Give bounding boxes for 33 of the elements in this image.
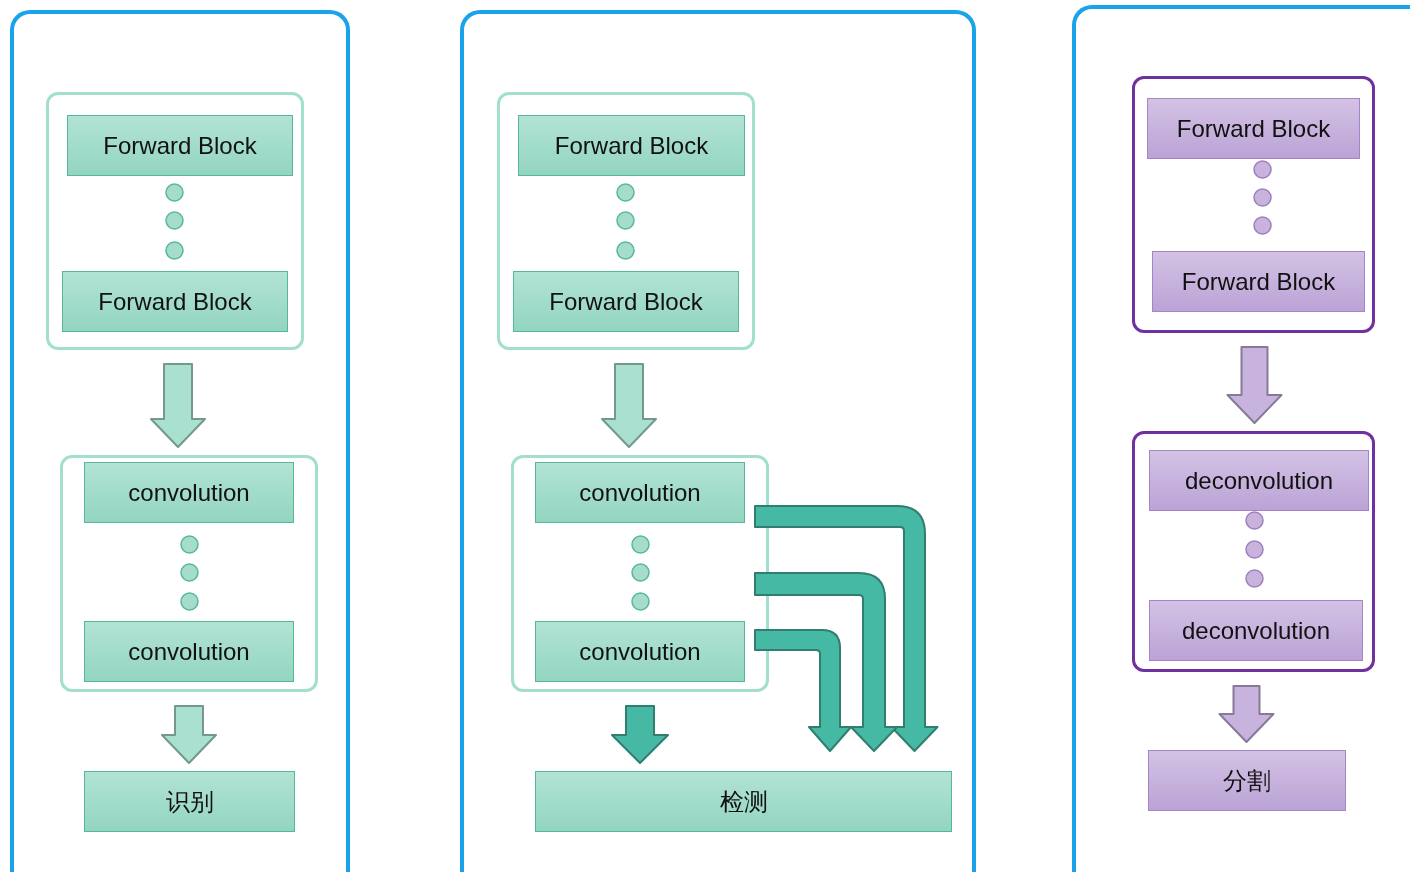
process-box: Forward Block xyxy=(518,115,745,176)
block-arrow xyxy=(1218,685,1275,743)
group-frame xyxy=(511,455,769,692)
process-box: convolution xyxy=(84,621,294,682)
process-box: deconvolution xyxy=(1149,600,1363,661)
block-arrow xyxy=(601,363,657,448)
process-box: convolution xyxy=(535,621,745,682)
output-box: 检测 xyxy=(535,771,952,832)
process-box: Forward Block xyxy=(1147,98,1360,159)
panel-frame xyxy=(10,10,350,872)
process-box: Forward Block xyxy=(513,271,739,332)
group-frame xyxy=(46,92,304,350)
block-arrow xyxy=(754,505,939,752)
process-box: Forward Block xyxy=(62,271,288,332)
block-arrow xyxy=(754,629,852,752)
process-box: Forward Block xyxy=(67,115,293,176)
block-arrow xyxy=(611,705,669,764)
process-box: deconvolution xyxy=(1149,450,1369,511)
output-box: 识别 xyxy=(84,771,295,832)
group-frame xyxy=(1132,76,1375,333)
panel-frame xyxy=(1072,5,1410,872)
process-box: convolution xyxy=(535,462,745,523)
block-arrow xyxy=(150,363,206,448)
group-frame xyxy=(60,455,318,692)
panel-frame xyxy=(460,10,976,872)
group-frame xyxy=(497,92,755,350)
process-box: Forward Block xyxy=(1152,251,1365,312)
group-frame xyxy=(1132,431,1375,672)
block-arrow xyxy=(754,572,898,752)
process-box: convolution xyxy=(84,462,294,523)
block-arrow xyxy=(161,705,217,764)
output-box: 分割 xyxy=(1148,750,1346,811)
block-arrow xyxy=(1226,346,1283,424)
